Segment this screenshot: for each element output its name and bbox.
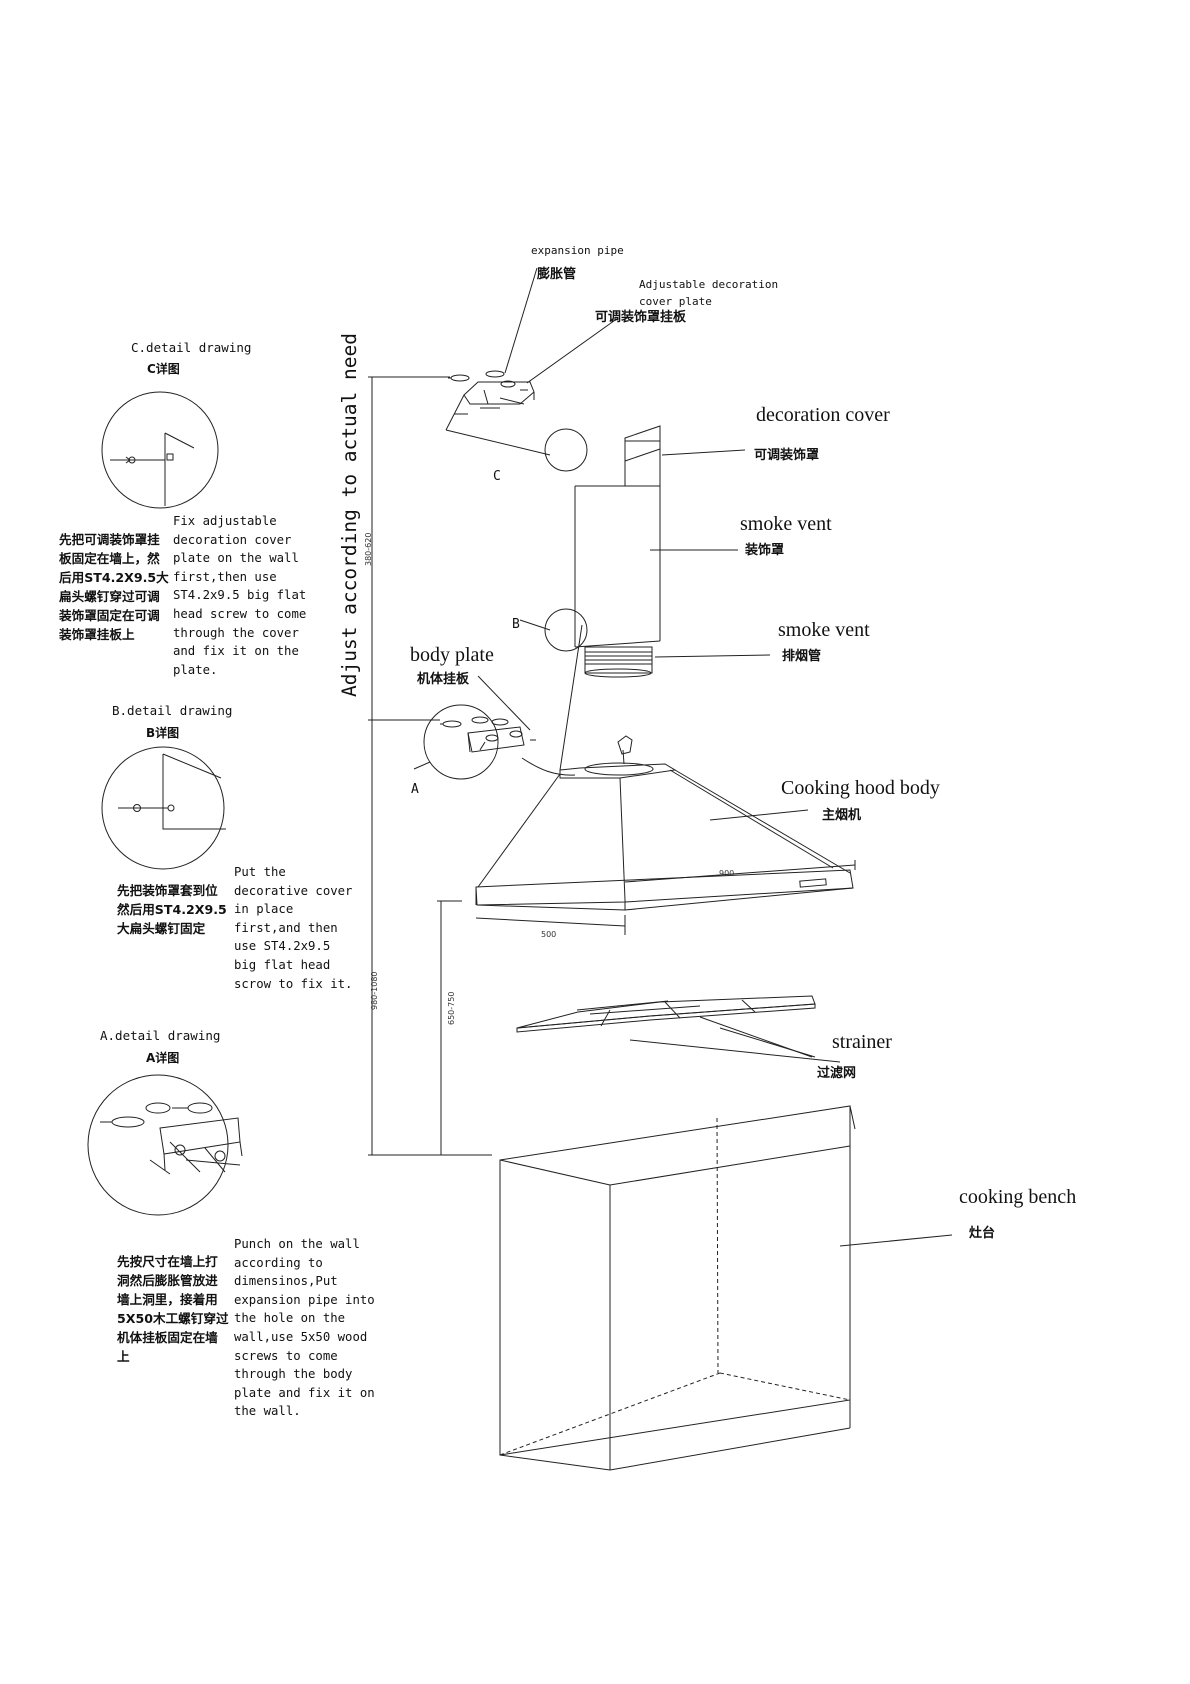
strainer-label-zh: 过滤网 <box>817 1066 857 1081</box>
cooking-bench-label: cooking bench <box>959 1186 1077 1208</box>
detail-b-title-zh: B详图 <box>146 726 180 740</box>
leader-lines-chimney <box>650 450 770 657</box>
detail-a-drawing <box>88 1075 242 1215</box>
body-plate-label: body plate <box>410 644 494 666</box>
chimney-drawing <box>575 426 660 677</box>
body-plate-label-zh: 机体挂板 <box>417 672 470 687</box>
smoke-vent-label-1: smoke vent <box>740 513 832 535</box>
detail-b-drawing <box>102 747 226 869</box>
expansion-pipe-label-zh: 膨胀管 <box>537 267 577 282</box>
dimension-900: 900 <box>719 869 735 878</box>
detail-marker-b: B <box>512 617 520 632</box>
strainer-drawing <box>517 996 840 1062</box>
body-plate-drawing <box>440 625 582 775</box>
adjustable-plate-label-1: Adjustable decoration <box>639 278 779 291</box>
detail-c-title: C.detail drawing <box>131 340 252 355</box>
dimension-980-1080: 980-1080 <box>370 971 379 1010</box>
detail-a-title-zh: A详图 <box>146 1051 180 1065</box>
cooking-bench-label-zh: 灶台 <box>969 1226 996 1241</box>
dimension-650-750: 650-750 <box>447 991 456 1025</box>
smoke-vent-label-1-zh: 装饰罩 <box>745 543 785 558</box>
adjustable-cover-plate-drawing <box>446 371 534 430</box>
detail-marker-a: A <box>411 782 419 797</box>
detail-a-instructions-zh: 先按尺寸在墙上打 洞然后膨胀管放进 墙上洞里，接着用 5X50木工螺钉穿过 机体… <box>117 1254 229 1364</box>
detail-c-marker-circle <box>545 429 587 471</box>
detail-a-marker-circle <box>424 705 498 779</box>
detail-c-instructions: Fix adjustable decoration cover plate on… <box>173 514 307 677</box>
detail-a-title: A.detail drawing <box>100 1028 221 1043</box>
dimension-lines <box>368 377 492 1155</box>
dimension-380-620: 380-620 <box>364 532 373 566</box>
detail-b-title: B.detail drawing <box>112 703 233 718</box>
hood-body-drawing <box>476 736 855 935</box>
adjustable-plate-label-zh: 可调装饰罩挂板 <box>595 310 687 325</box>
adjustable-plate-label-2: cover plate <box>639 295 712 308</box>
leader-lines-top <box>446 268 618 455</box>
strainer-label: strainer <box>832 1031 892 1053</box>
detail-b-instructions: Put the decorative cover in place first,… <box>234 865 353 991</box>
detail-c-instructions-zh: 先把可调装饰罩挂 板固定在墙上，然 后用ST4.2X9.5大 扁头螺钉穿过可调 … <box>59 532 169 642</box>
dimension-500: 500 <box>541 930 557 939</box>
detail-marker-c: C <box>493 469 501 484</box>
decoration-cover-label-zh: 可调装饰罩 <box>754 448 820 463</box>
cooking-bench-drawing <box>500 1106 952 1470</box>
detail-a-instructions: Punch on the wall according to dimensino… <box>234 1237 375 1419</box>
smoke-vent-label-2: smoke vent <box>778 619 870 641</box>
smoke-vent-label-2-zh: 排烟管 <box>782 649 822 664</box>
cooking-hood-body-label: Cooking hood body <box>781 777 940 799</box>
detail-b-instructions-zh: 先把装饰罩套到位 然后用ST4.2X9.5 大扁头螺钉固定 <box>117 883 227 936</box>
cooking-hood-body-label-zh: 主烟机 <box>822 808 862 823</box>
detail-b-marker-circle <box>545 609 587 651</box>
decoration-cover-label: decoration cover <box>756 404 890 426</box>
detail-c-drawing <box>102 392 218 508</box>
detail-c-title-zh: C详图 <box>147 362 180 376</box>
adjust-according-label: Adjust according to actual need <box>338 333 361 697</box>
expansion-pipe-label: expansion pipe <box>531 244 624 257</box>
